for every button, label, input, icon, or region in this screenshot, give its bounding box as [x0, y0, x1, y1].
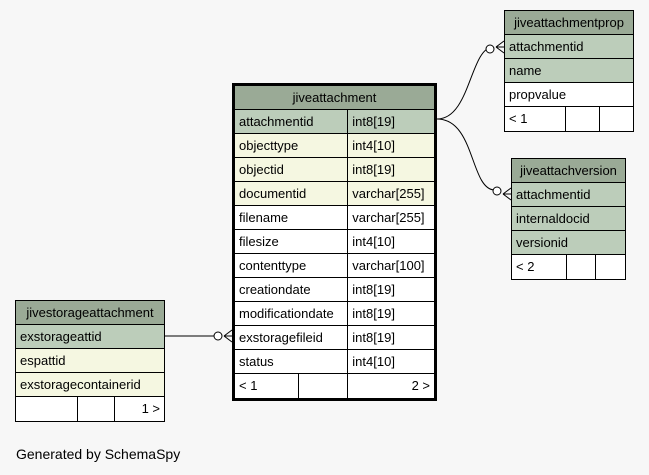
column-type: varchar[100]	[347, 254, 434, 277]
column-row: versionid	[512, 231, 625, 255]
column-row: status int4[10]	[235, 350, 434, 374]
children-count[interactable]: 1 >	[114, 397, 164, 421]
table-title: jiveattachment	[292, 90, 377, 105]
column-type: int8[19]	[347, 110, 434, 133]
table-header[interactable]: jivestorageattachment	[16, 301, 164, 325]
column-name: attachmentid	[516, 187, 591, 202]
column-name: attachmentid	[239, 114, 314, 129]
column-name: name	[509, 63, 542, 78]
column-type: int4[10]	[347, 350, 434, 373]
table-jiveattachment[interactable]: jiveattachment attachmentid int8[19] obj…	[232, 83, 437, 401]
column-name: contenttype	[239, 258, 307, 273]
crowfoot-version-1	[502, 187, 512, 195]
footer-spacer	[565, 107, 599, 131]
table-header[interactable]: jiveattachmentprop	[505, 11, 633, 35]
column-name: status	[239, 354, 274, 369]
crowfoot-storage-1	[223, 329, 233, 337]
generated-by-caption: Generated by SchemaSpy	[16, 446, 181, 462]
column-type: int4[10]	[347, 134, 434, 157]
children-count	[595, 255, 625, 279]
column-row: creationdate int8[19]	[235, 278, 434, 302]
parents-count[interactable]: < 1	[509, 111, 528, 126]
column-name: objecttype	[239, 138, 299, 153]
children-count	[599, 107, 633, 131]
table-header[interactable]: jiveattachment	[235, 86, 434, 110]
column-row: exstoragecontainerid	[16, 373, 164, 397]
column-type: varchar[255]	[347, 182, 434, 205]
column-name: attachmentid	[509, 39, 584, 54]
footer-spacer	[76, 397, 115, 421]
column-row: modificationdate int8[19]	[235, 302, 434, 326]
footer-spacer	[566, 255, 595, 279]
column-name: propvalue	[509, 87, 567, 102]
column-row: internaldocid	[512, 207, 625, 231]
column-type: int8[19]	[347, 326, 434, 349]
table-jiveattachversion[interactable]: jiveattachversion attachmentid internald…	[511, 158, 626, 280]
parents-count[interactable]: < 2	[516, 259, 535, 274]
column-row: name	[505, 59, 633, 83]
column-name: exstoragefileid	[239, 330, 323, 345]
column-name: internaldocid	[516, 211, 590, 226]
column-row: exstorageattid	[16, 325, 164, 349]
column-type: int8[19]	[347, 302, 434, 325]
table-footer: 1 >	[16, 397, 164, 421]
column-name: versionid	[516, 235, 569, 250]
parents-count	[16, 397, 77, 421]
table-header[interactable]: jiveattachversion	[512, 159, 625, 183]
column-type: int8[19]	[347, 278, 434, 301]
table-jivestorageattachment[interactable]: jivestorageattachment exstorageattid esp…	[15, 300, 165, 422]
optional-circle-version	[492, 186, 502, 196]
table-jiveattachmentprop[interactable]: jiveattachmentprop attachmentid name pro…	[504, 10, 634, 132]
parents-count[interactable]: < 1	[239, 378, 258, 393]
column-name: exstorageattid	[20, 329, 102, 344]
edge-main-to-prop	[436, 46, 493, 120]
column-name: objectid	[239, 162, 284, 177]
table-footer: < 1	[505, 107, 633, 131]
edge-main-to-version	[436, 118, 495, 191]
column-row: filesize int4[10]	[235, 230, 434, 254]
column-row: espattid	[16, 349, 164, 373]
column-name: documentid	[239, 186, 307, 201]
column-name: creationdate	[239, 282, 311, 297]
column-name: filesize	[239, 234, 279, 249]
column-name: filename	[239, 210, 289, 225]
column-name: exstoragecontainerid	[20, 377, 141, 392]
column-type: int8[19]	[347, 158, 434, 181]
crowfoot-storage-3	[223, 335, 233, 343]
column-row: filename varchar[255]	[235, 206, 434, 230]
column-row: attachmentid int8[19]	[235, 110, 434, 134]
column-row: exstoragefileid int8[19]	[235, 326, 434, 350]
column-row: documentid varchar[255]	[235, 182, 434, 206]
column-name: modificationdate	[239, 306, 334, 321]
column-type: varchar[255]	[347, 206, 434, 229]
table-title: jiveattachmentprop	[514, 15, 624, 30]
optional-circle-prop	[485, 44, 495, 54]
children-count[interactable]: 2 >	[347, 374, 434, 398]
table-title: jivestorageattachment	[26, 305, 154, 320]
column-row: attachmentid	[505, 35, 633, 59]
optional-circle-storage	[213, 331, 223, 341]
column-row: propvalue	[505, 83, 633, 107]
table-title: jiveattachversion	[520, 163, 617, 178]
footer-spacer	[298, 374, 347, 398]
column-row: contenttype varchar[100]	[235, 254, 434, 278]
column-row: objecttype int4[10]	[235, 134, 434, 158]
crowfoot-prop-1	[495, 40, 505, 48]
crowfoot-version-3	[502, 193, 512, 201]
crowfoot-prop-3	[495, 46, 505, 54]
column-row: attachmentid	[512, 183, 625, 207]
column-row: objectid int8[19]	[235, 158, 434, 182]
column-name: espattid	[20, 353, 66, 368]
table-footer: < 2	[512, 255, 625, 279]
column-type: int4[10]	[347, 230, 434, 253]
table-footer: < 1 2 >	[235, 374, 434, 398]
